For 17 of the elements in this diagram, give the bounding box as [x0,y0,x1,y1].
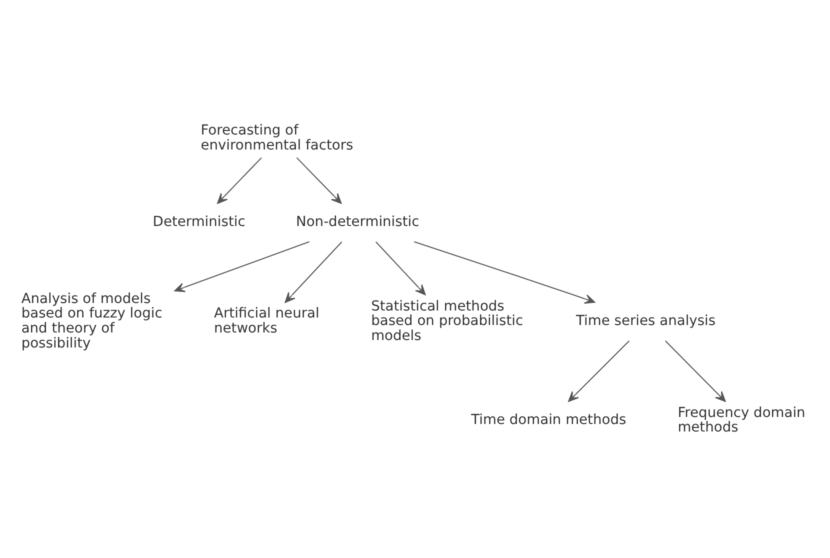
arrow [174,240,310,292]
arrow [375,240,426,295]
node-text: Analysis of models based on fuzzy logic and theory of possibility [21,290,162,352]
node-text: Artificial neural networks [214,305,320,336]
arrow [665,340,726,402]
node-text: Non-deterministic [296,214,420,230]
node-text: Time series analysis [576,312,716,329]
arrow [217,156,262,204]
arrow [284,240,342,302]
arrow [568,340,630,402]
node-text: Forecasting of environmental factors [200,122,354,153]
node-text: Frequency domain methods [678,404,806,436]
arrow [414,240,596,304]
node-text: Time domain methods [471,412,626,428]
node-text: Statistical methods based on probabilistic models [371,298,524,344]
node-text: Deterministic [152,214,246,230]
arrow [296,156,342,204]
